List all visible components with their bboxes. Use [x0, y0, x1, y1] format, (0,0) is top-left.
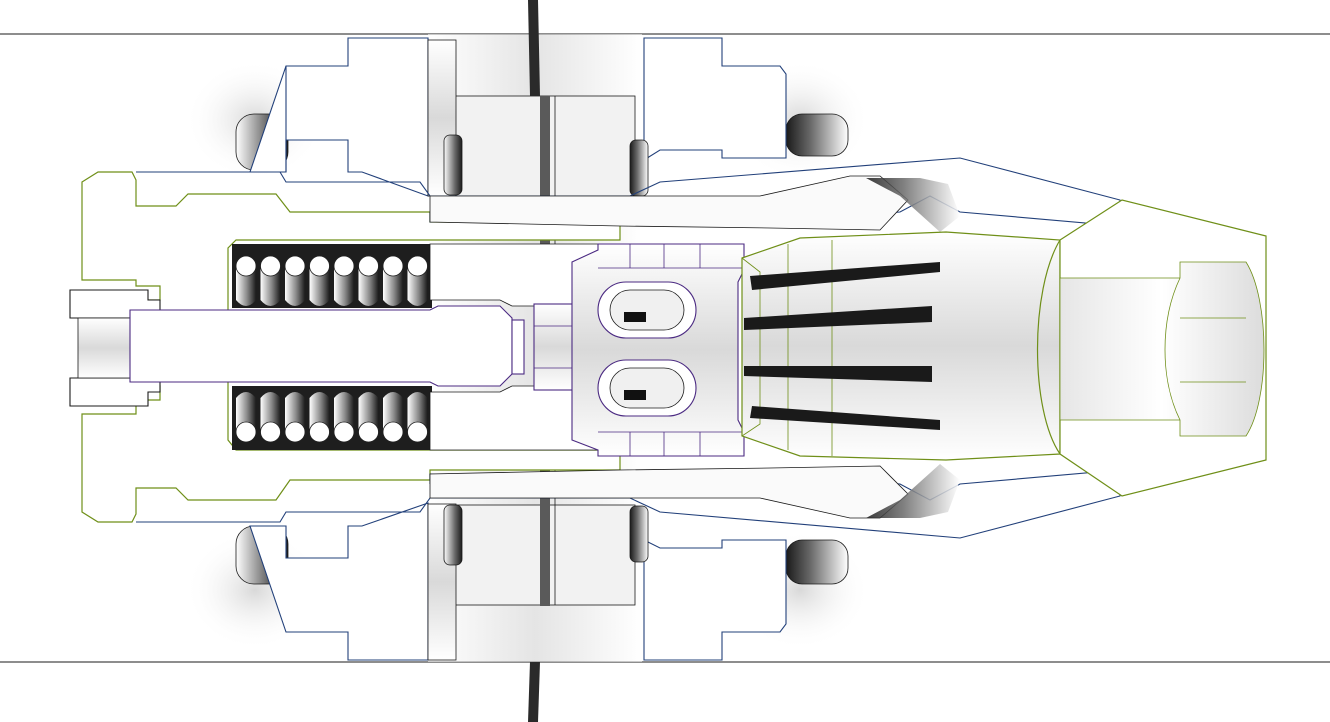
flange-right [629, 37, 849, 661]
spring-coil-lower [334, 392, 354, 432]
spring-coil-upper [236, 266, 256, 306]
spring-coil-lower [260, 392, 281, 432]
spring-coil-lower [358, 392, 379, 432]
spring-coil-end-upper [284, 255, 306, 277]
spring-coil-lower [285, 392, 305, 432]
collet-fingers [741, 231, 1061, 461]
spring-coil-end-lower [284, 421, 306, 443]
spring-coil-end-lower [358, 421, 379, 443]
spring-coil-lower [407, 392, 428, 432]
spring-coil-end-lower [407, 421, 428, 443]
coupling-cage [571, 243, 745, 457]
spring-coil-upper [334, 266, 354, 306]
spring-coil-upper [260, 266, 281, 306]
plug-nose [1036, 199, 1267, 497]
spring-coil-end-lower [260, 421, 281, 443]
spring-coil-end-upper [358, 255, 379, 277]
spring-coil-lower [383, 392, 403, 432]
spring-coil-lower [309, 392, 330, 432]
spring-coil-end-lower [235, 421, 257, 443]
spring-coil-end-upper [235, 255, 257, 277]
flange-left [235, 37, 463, 661]
spring [232, 244, 432, 450]
receptacle-shell [69, 157, 1121, 539]
spring-coil-upper [309, 266, 330, 306]
spring-coil-end-upper [309, 255, 330, 277]
spring-coil-upper [285, 266, 305, 306]
spring-coil-upper [358, 266, 379, 306]
spring-coil-end-upper [333, 255, 355, 277]
spring-coil-end-upper [382, 255, 404, 277]
spring-coil-upper [383, 266, 403, 306]
spring-coil-lower [236, 392, 256, 432]
spring-coil-end-lower [382, 421, 404, 443]
spring-coil-end-upper [260, 255, 281, 277]
spring-coil-end-upper [407, 255, 428, 277]
spring-coil-upper [407, 266, 428, 306]
spring-coil-end-lower [309, 421, 330, 443]
spring-coil-end-lower [333, 421, 355, 443]
